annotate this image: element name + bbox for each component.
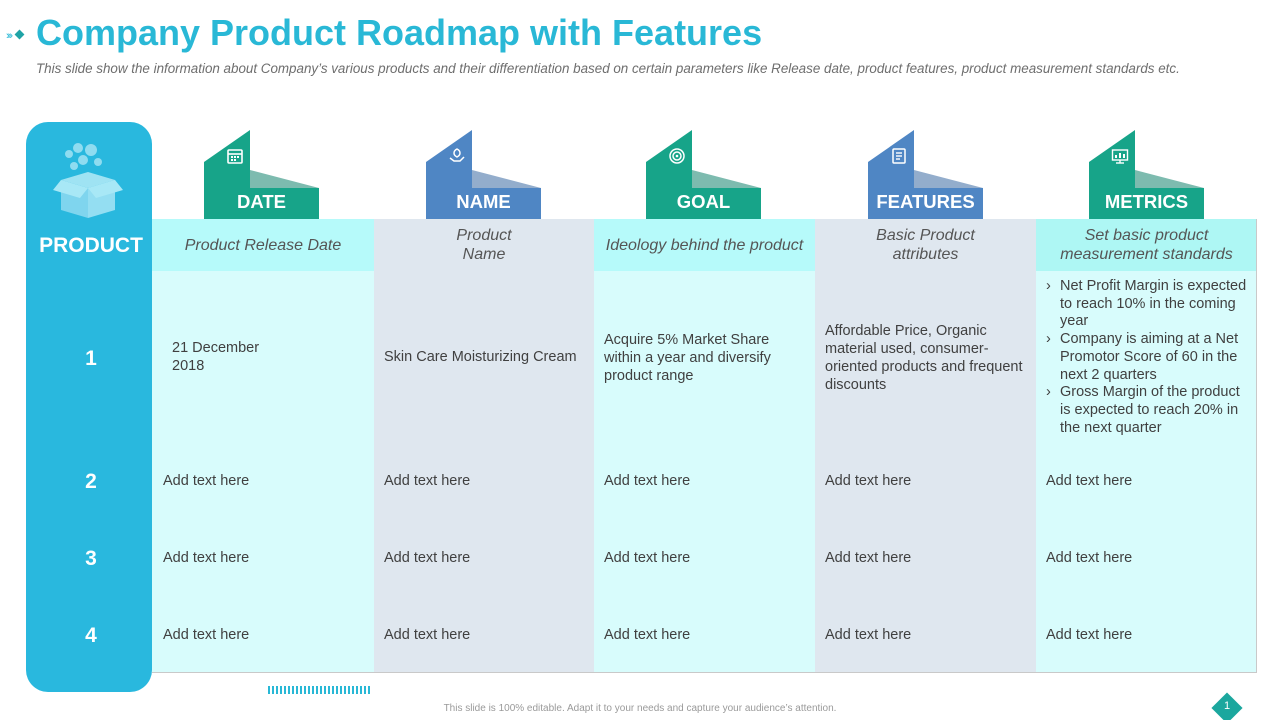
cell-name-row-4: Add text here — [384, 627, 471, 643]
column-metrics: Set basic product measurement standards … — [1036, 219, 1257, 673]
column-header-goal: Ideology behind the product — [594, 219, 815, 271]
cell-metrics-row-3: Add text here — [1046, 550, 1133, 566]
cell-metrics-row-2: Add text here — [1046, 473, 1133, 489]
monitor-chart-icon — [1111, 149, 1129, 164]
cell-date-row-1: 21 December 2018 — [172, 340, 260, 374]
row-number-4: 4 — [85, 624, 97, 647]
document-icon — [892, 148, 906, 164]
cell-features-row-2: Add text here — [825, 473, 912, 489]
metrics-bullet: Gross Margin of the product is expected … — [1046, 384, 1251, 437]
row-number-3: 3 — [85, 547, 97, 570]
decorative-dots — [268, 686, 372, 694]
title-chevron-icon: ››› — [6, 29, 25, 42]
cell-date-row-2: Add text here — [163, 473, 250, 489]
tab-features-shape — [868, 130, 983, 219]
tab-metrics: METRICS — [1089, 130, 1204, 219]
cell-name-row-1: Skin Care Moisturizing Cream — [384, 349, 577, 365]
tab-name-label: NAME — [456, 191, 511, 212]
column-header-name: Product Name — [456, 227, 512, 263]
cell-features-row-1: Affordable Price, Organic material used,… — [825, 323, 1023, 393]
column-name: Product Name Skin Care Moisturizing Crea… — [374, 219, 594, 673]
metrics-bullet-list: Net Profit Margin is expected to reach 1… — [1046, 278, 1251, 437]
hand-leaf-icon — [449, 148, 465, 162]
column-header-metrics: Set basic product measurement standards — [1036, 219, 1257, 271]
cell-goal-row-4: Add text here — [604, 627, 691, 643]
metrics-bullet: Net Profit Margin is expected to reach 1… — [1046, 278, 1251, 331]
page-number: 1 — [1223, 700, 1231, 712]
tab-date-shape — [204, 130, 319, 219]
tab-features: FEATURES — [868, 130, 983, 219]
calendar-icon — [227, 149, 243, 164]
metrics-bullet: Company is aiming at a Net Promotor Scor… — [1046, 331, 1251, 384]
tab-name: NAME — [426, 130, 541, 219]
tab-metrics-shape — [1089, 130, 1204, 219]
page-title: Company Product Roadmap with Features — [36, 12, 763, 53]
row-number-1: 1 — [85, 347, 97, 370]
tab-metrics-label: METRICS — [1104, 191, 1189, 212]
table-right-border — [1256, 219, 1257, 673]
cell-goal-row-3: Add text here — [604, 550, 691, 566]
tab-goal: GOAL — [646, 130, 761, 219]
column-header-features: Basic Product attributes — [876, 227, 975, 263]
cell-name-row-3: Add text here — [384, 550, 471, 566]
cell-date-row-4: Add text here — [163, 627, 250, 643]
column-features: Basic Product attributes Affordable Pric… — [815, 219, 1036, 673]
product-sidebar: PRODUCT 1 2 3 4 — [26, 122, 152, 692]
footer-note: This slide is 100% editable. Adapt it to… — [443, 703, 837, 714]
cell-goal-row-2: Add text here — [604, 473, 691, 489]
tab-date-label: DATE — [237, 191, 286, 212]
cell-date-row-3: Add text here — [163, 550, 250, 566]
cell-features-row-3: Add text here — [825, 550, 912, 566]
cell-features-row-4: Add text here — [825, 627, 912, 643]
tab-features-label: FEATURES — [876, 191, 975, 212]
page-subtitle: This slide show the information about Co… — [36, 61, 1180, 76]
box-icon — [53, 143, 123, 218]
tab-goal-label: GOAL — [676, 191, 731, 212]
row-number-2: 2 — [85, 470, 97, 493]
target-icon — [669, 148, 685, 164]
tab-date: DATE — [204, 130, 319, 219]
column-date: Product Release Date 21 December 2018 Ad… — [152, 219, 374, 673]
product-heading: PRODUCT — [39, 234, 143, 257]
cell-name-row-2: Add text here — [384, 473, 471, 489]
column-goal: Ideology behind the product Acquire 5% M… — [594, 219, 815, 673]
table-bottom-border — [152, 672, 1257, 673]
column-header-date: Product Release Date — [152, 219, 374, 271]
cell-goal-row-1: Acquire 5% Market Share within a year an… — [604, 332, 771, 384]
cell-metrics-row-4: Add text here — [1046, 627, 1133, 643]
